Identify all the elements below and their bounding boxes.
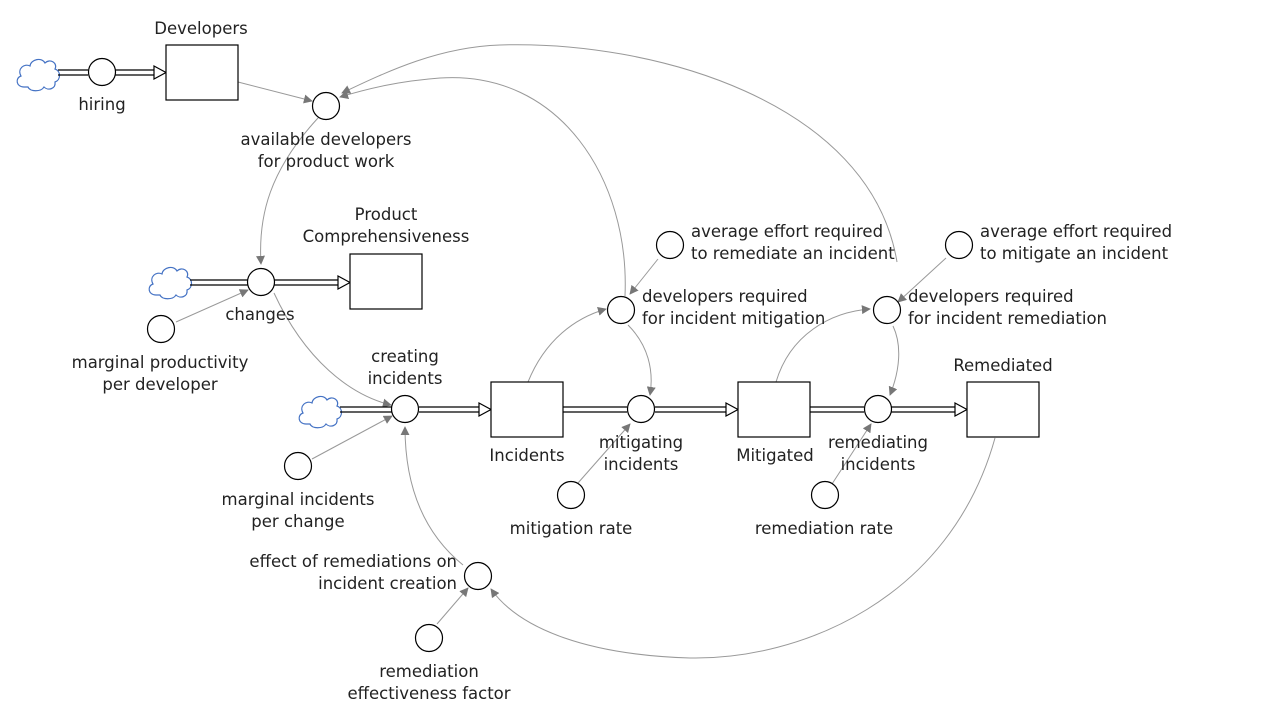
label-line: average effort required: [691, 222, 884, 241]
label-effect-of-remediations: effect of remediations on incident creat…: [249, 551, 457, 595]
label-line: marginal productivity: [71, 353, 249, 372]
label-line: to mitigate an incident: [980, 244, 1169, 263]
label-mitigating-incidents: mitigating incidents: [599, 432, 683, 476]
aux-effect-of-remediations: [463, 561, 493, 591]
label-line: effect of remediations on: [249, 552, 457, 571]
label-line: for product work: [257, 152, 395, 171]
label-marginal-productivity: marginal productivity per developer: [72, 352, 249, 396]
label-devreq-remediation: developers required for incident remedia…: [908, 286, 1107, 330]
link-remediated-to-effect: [490, 437, 996, 659]
variable-nodes: [87, 57, 974, 653]
link-mitigated-to-devreq-remediation: [775, 305, 871, 383]
label-line: for incident remediation: [908, 309, 1107, 328]
link-mitigation-rate-to-mitigating: [577, 423, 631, 484]
link-developers-to-available: [237, 81, 313, 104]
aux-avg-effort-remediate: [655, 230, 685, 260]
cloud-icon: [16, 58, 61, 92]
label-line: available developers: [240, 130, 412, 149]
label-line: incident creation: [318, 574, 457, 593]
label-line: developers required: [908, 287, 1074, 306]
link-productivity-to-changes: [175, 289, 249, 323]
label-remediation-rate: remediation rate: [754, 519, 894, 538]
label-line: Product: [354, 205, 418, 224]
label-line: per change: [251, 512, 345, 531]
label-remediation-effectiveness: remediation effectiveness factor: [347, 661, 510, 705]
label-line: for incident mitigation: [642, 309, 826, 328]
link-effect-to-creating: [400, 426, 464, 566]
label-changes: changes: [225, 305, 295, 324]
link-remediation-rate-to-remediating: [831, 423, 872, 485]
label-creating-incidents: creating incidents: [368, 346, 443, 390]
aux-marginal-incidents: [283, 451, 313, 481]
cloud-icon: [148, 266, 193, 300]
label-avg-effort-remediate: average effort required to remediate an …: [691, 221, 895, 265]
valve-creating-incidents: [390, 394, 420, 424]
aux-devreq-mitigation: [606, 295, 636, 325]
label-line: remediation: [379, 662, 479, 681]
aux-available-developers: [311, 91, 341, 121]
label-line: mitigating: [598, 433, 684, 452]
link-avg-remediate-to-devreq-mitigation: [629, 258, 659, 295]
label-marginal-incidents: marginal incidents per change: [222, 489, 375, 533]
stock-remediated: [966, 381, 1040, 438]
stock-developers: [165, 44, 239, 101]
flow-pipes: [58, 64, 969, 418]
link-available-to-changes: [256, 117, 319, 265]
link-incidents-to-devreq-mitigation: [527, 306, 607, 383]
label-developers: Developers: [154, 19, 248, 38]
label-line: to remediate an incident: [691, 244, 895, 263]
aux-remediation-effectiveness: [414, 623, 444, 653]
valve-hiring: [87, 57, 117, 87]
label-product-comprehensiveness: Product Comprehensiveness: [303, 204, 470, 248]
link-devreq-mitigation-to-available: [339, 77, 626, 297]
label-line: marginal incidents: [221, 490, 375, 509]
aux-devreq-remediation: [872, 295, 902, 325]
stock-incidents: [490, 381, 564, 438]
label-mitigation-rate: mitigation rate: [509, 519, 633, 538]
label-avg-effort-mitigate: average effort required to mitigate an i…: [980, 221, 1172, 265]
link-changes-to-creating: [273, 292, 392, 408]
label-line: effectiveness factor: [347, 684, 511, 703]
aux-remediation-rate: [810, 480, 840, 510]
label-line: incidents: [367, 369, 443, 388]
link-devreq-mitigation-to-mitigating: [627, 324, 656, 396]
link-avg-mitigate-to-devreq-remediation: [897, 257, 947, 303]
label-remediated: Remediated: [953, 356, 1053, 375]
label-line: remediating: [828, 433, 928, 452]
link-devreq-remediation-to-available: [341, 44, 898, 263]
valve-mitigating-incidents: [626, 394, 656, 424]
label-devreq-mitigation: developers required for incident mitigat…: [642, 286, 825, 330]
source-clouds: [16, 58, 343, 429]
link-devreq-remediation-to-remediating: [888, 325, 900, 396]
label-line: per developer: [102, 375, 218, 394]
label-mitigated: Mitigated: [736, 446, 814, 465]
label-line: developers required: [642, 287, 808, 306]
label-available-developers: available developers for product work: [241, 129, 412, 173]
link-effectiveness-to-effect: [436, 587, 469, 625]
label-line: Comprehensiveness: [302, 227, 470, 246]
link-marginal-incidents-to-creating: [311, 415, 393, 460]
information-links: [175, 44, 996, 659]
valve-changes: [246, 267, 276, 297]
stock-product-comprehensiveness: [349, 253, 423, 310]
valve-remediating-incidents: [863, 394, 893, 424]
label-hiring: hiring: [78, 95, 126, 114]
label-line: incidents: [603, 455, 679, 474]
label-remediating-incidents: remediating incidents: [828, 432, 928, 476]
cloud-icon: [298, 395, 343, 429]
stocks: [165, 44, 1040, 438]
aux-mitigation-rate: [556, 480, 586, 510]
label-incidents: Incidents: [489, 446, 565, 465]
stock-mitigated: [737, 381, 811, 438]
label-line: creating: [371, 347, 439, 366]
aux-marginal-productivity: [146, 314, 176, 344]
aux-avg-effort-mitigate: [944, 230, 974, 260]
label-line: incidents: [840, 455, 916, 474]
label-line: average effort required: [980, 222, 1173, 241]
